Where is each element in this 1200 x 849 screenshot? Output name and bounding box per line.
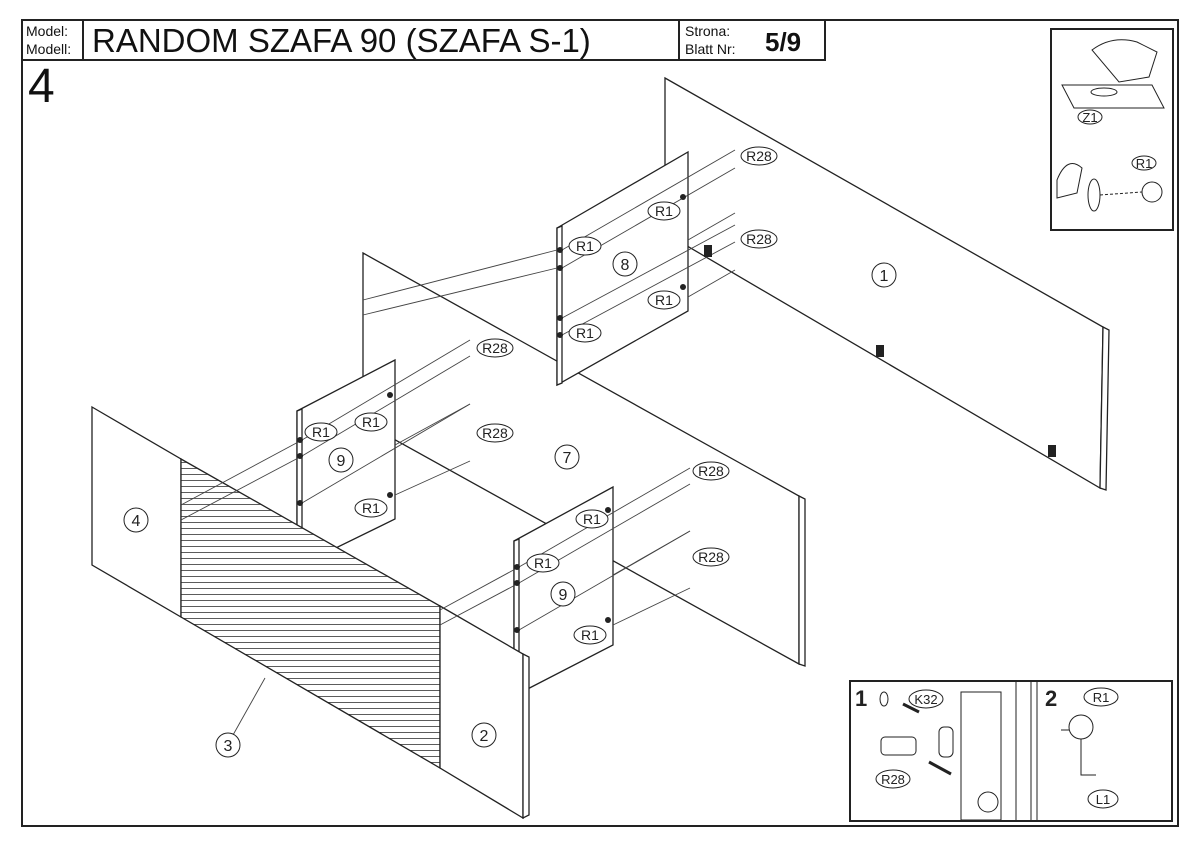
- hand-icon: [1091, 39, 1158, 83]
- panel-label-8: 8: [621, 257, 630, 274]
- callout-r1: R1: [312, 424, 330, 440]
- callout-r28: R28: [482, 425, 508, 441]
- page-label-de: Blatt Nr:: [685, 41, 736, 57]
- connector-illustration: 1 2 K32 R28 R1 L1: [855, 682, 1119, 821]
- callout-r28: R28: [698, 549, 724, 565]
- callout-r28: R28: [746, 148, 772, 164]
- panel-label-2: 2: [480, 728, 489, 745]
- step-number: 4: [28, 60, 55, 113]
- model-title: RANDOM SZAFA 90 (SZAFA S-1): [92, 22, 591, 59]
- label-r1: R1: [1093, 690, 1110, 705]
- panel-label-1: 1: [880, 268, 889, 285]
- callout-r1: R1: [534, 555, 552, 571]
- panel-label-9-left: 9: [337, 453, 346, 470]
- callout-r1: R1: [655, 292, 673, 308]
- panel-label-3: 3: [224, 738, 233, 755]
- label-z1: Z1: [1082, 110, 1097, 125]
- callout-r28: R28: [482, 340, 508, 356]
- inset-connector: 1 2 K32 R28 R1 L1: [849, 680, 1173, 822]
- model-label-box: Model: Modell:: [21, 19, 84, 61]
- callout-r28: R28: [698, 463, 724, 479]
- callout-r1: R1: [581, 627, 599, 643]
- callout-r1: R1: [583, 511, 601, 527]
- arrow-icon: [902, 702, 920, 714]
- panel-2: [439, 604, 524, 820]
- inset-step-2: 2: [1045, 686, 1057, 711]
- page-number: 5/9: [765, 27, 802, 57]
- callout-r1: R1: [655, 203, 673, 219]
- label-l1: L1: [1096, 792, 1110, 807]
- callout-r1: R1: [362, 500, 380, 516]
- arrow-icon: [928, 760, 952, 776]
- panel-label-9-right: 9: [559, 587, 568, 604]
- model-label-de: Modell:: [26, 41, 72, 57]
- page-box: Strona: Blatt Nr: 5/9: [678, 19, 826, 61]
- cam-lock-illustration: Z1 R1: [1056, 39, 1165, 212]
- callout-r1: R1: [362, 414, 380, 430]
- callout-r1: R1: [576, 325, 594, 341]
- panel-label-4: 4: [132, 513, 141, 530]
- callout-r1: R1: [576, 238, 594, 254]
- label-r28: R28: [881, 772, 905, 787]
- callout-r28: R28: [746, 231, 772, 247]
- panel-label-7: 7: [563, 450, 572, 467]
- label-r1: R1: [1136, 156, 1153, 171]
- inset-step-1: 1: [855, 686, 867, 711]
- finger-icon: [1056, 163, 1083, 199]
- model-label-pl: Model:: [26, 23, 69, 39]
- inset-cam-lock: Z1 R1: [1050, 28, 1174, 231]
- page-label-pl: Strona:: [685, 23, 731, 39]
- label-k32: K32: [914, 692, 937, 707]
